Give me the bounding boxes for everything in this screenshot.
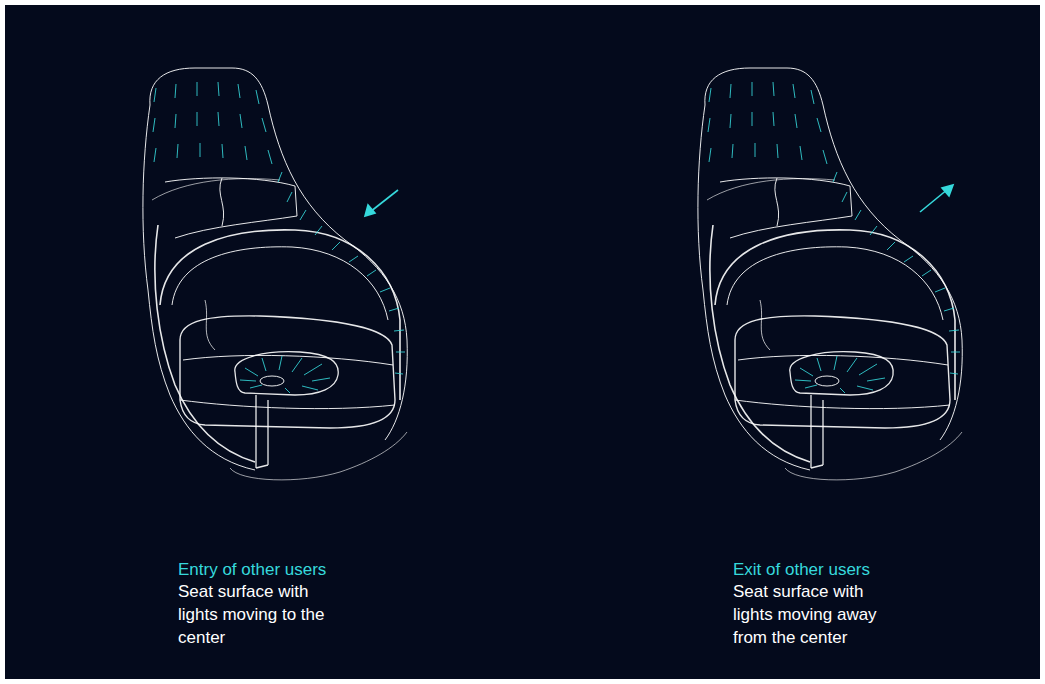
chair-entry xyxy=(143,68,407,480)
exit-arrow xyxy=(942,185,953,196)
chair-exit xyxy=(698,68,962,480)
caption-heading: Entry of other users xyxy=(178,558,326,581)
exit-arrow xyxy=(920,185,953,212)
caption-heading: Exit of other users xyxy=(733,558,870,581)
caption-text: Seat surface with lights moving to the c… xyxy=(178,580,346,649)
caption-text: Seat surface with lights moving away fro… xyxy=(733,580,901,649)
entry-arrow xyxy=(370,190,398,212)
entry-arrow xyxy=(365,190,398,216)
exit-arrow xyxy=(920,189,948,212)
dark-background xyxy=(5,5,1040,679)
entry-arrow xyxy=(365,205,375,216)
